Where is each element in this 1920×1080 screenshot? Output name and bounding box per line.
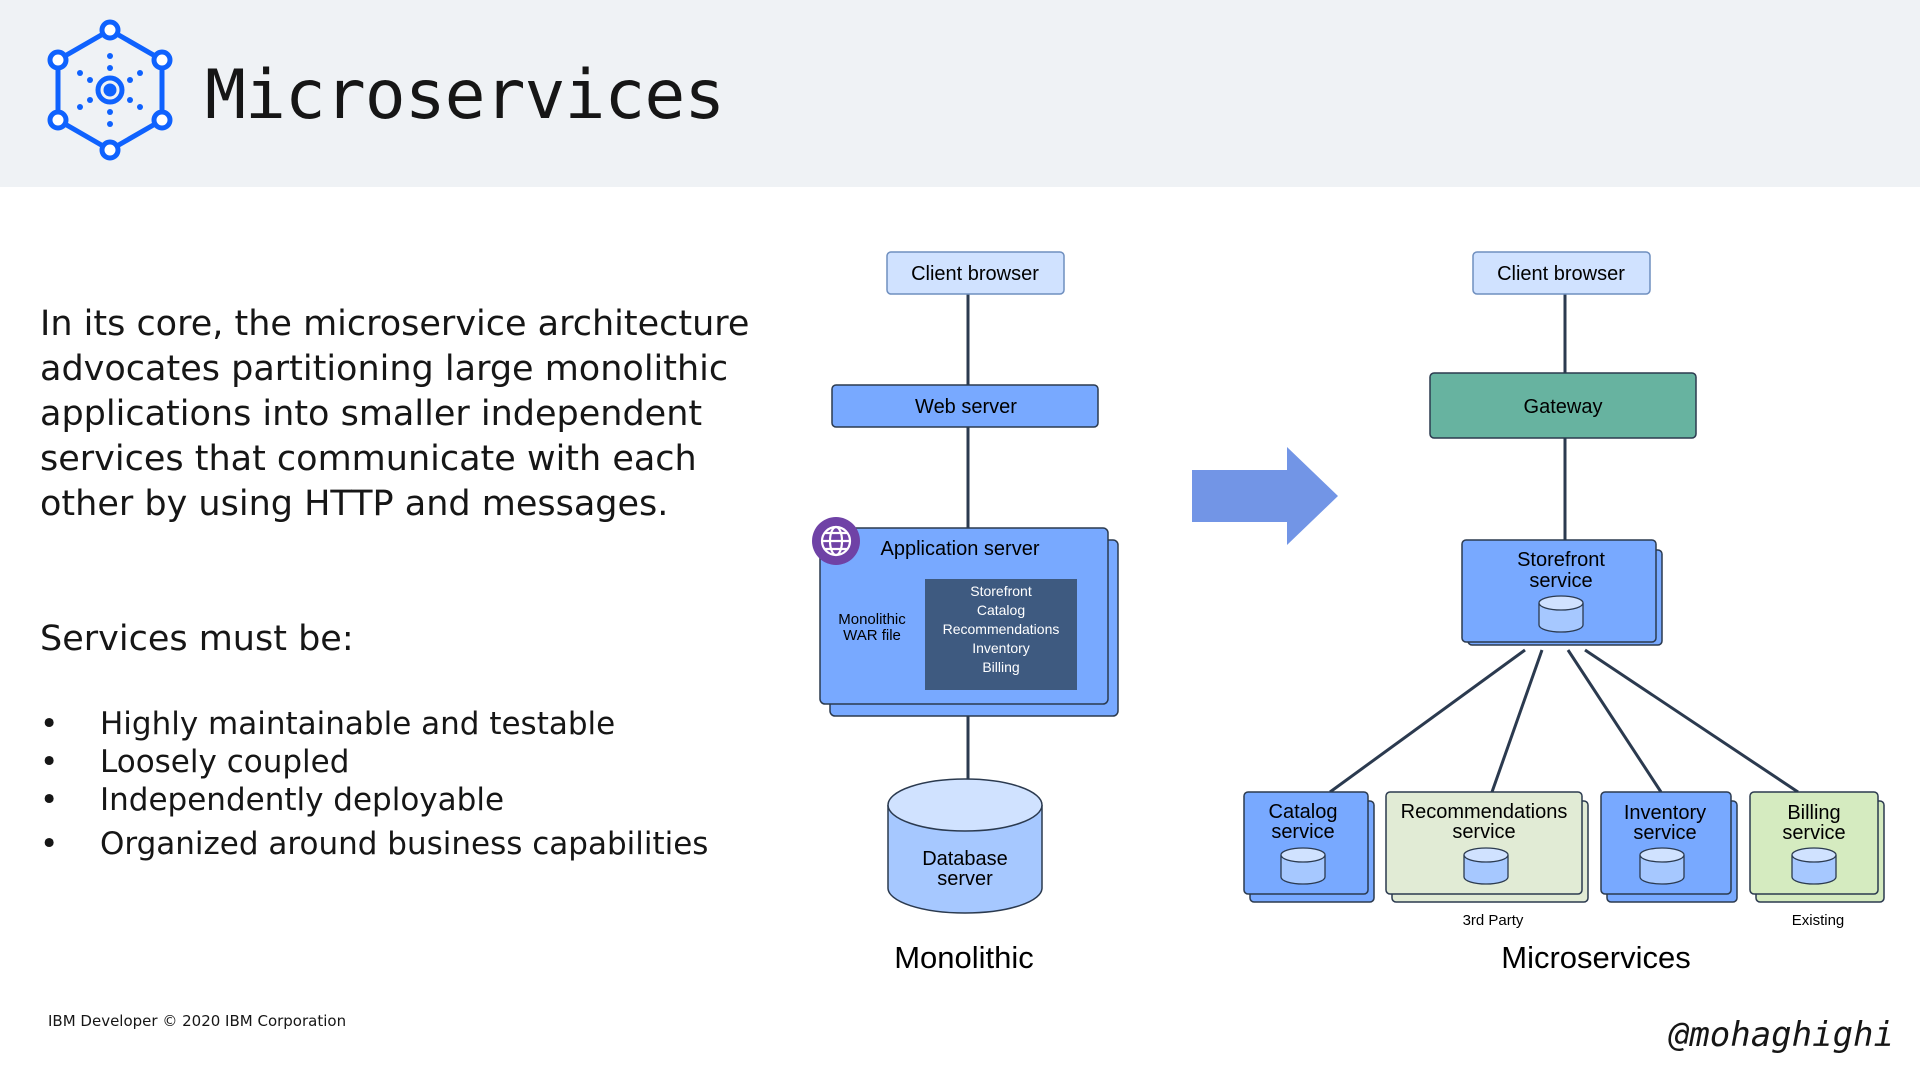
module-inventory: Inventory bbox=[972, 640, 1030, 656]
intro-paragraph: In its core, the microservice architectu… bbox=[40, 304, 750, 524]
module-catalog: Catalog bbox=[977, 602, 1025, 618]
catalog-label-line1: Catalog bbox=[1269, 801, 1338, 823]
third-party-note: 3rd Party bbox=[1463, 912, 1524, 929]
transition-arrow-icon bbox=[1192, 447, 1338, 545]
list-item: Highly maintainable and testable bbox=[40, 705, 708, 743]
page-title: Microservices bbox=[205, 56, 725, 135]
database-label-line2: server bbox=[937, 868, 993, 890]
module-recommendations: Recommendations bbox=[943, 621, 1060, 637]
war-label-line2: WAR file bbox=[843, 627, 901, 644]
gateway-label: Gateway bbox=[1524, 396, 1603, 418]
micro-client-label: Client browser bbox=[1497, 263, 1625, 285]
copyright-footer: IBM Developer © 2020 IBM Corporation bbox=[48, 1012, 347, 1030]
storefront-service-box: Storefront service bbox=[1461, 539, 1663, 646]
list-item: Organized around business capabilities bbox=[40, 825, 708, 863]
war-label-line1: Monolithic bbox=[838, 611, 906, 628]
storefront-label-line1: Storefront bbox=[1517, 549, 1605, 571]
catalog-service-box: Catalog service bbox=[1243, 791, 1375, 903]
existing-note: Existing bbox=[1792, 912, 1845, 929]
header-bar: Microservices bbox=[0, 0, 1920, 187]
requirements-list: Highly maintainable and testable Loosely… bbox=[40, 705, 708, 863]
inventory-service-box: Inventory service bbox=[1600, 791, 1738, 903]
list-item: Loosely coupled bbox=[40, 743, 708, 781]
database-label-line1: Database bbox=[922, 848, 1008, 870]
inventory-label-line1: Inventory bbox=[1624, 802, 1706, 824]
database-icon bbox=[1463, 847, 1509, 885]
services-heading: Services must be: bbox=[40, 619, 354, 659]
recommendations-label-line2: service bbox=[1452, 821, 1515, 843]
database-icon bbox=[1280, 847, 1326, 885]
billing-label-line1: Billing bbox=[1787, 802, 1840, 824]
billing-label-line2: service bbox=[1782, 822, 1845, 844]
module-list-box bbox=[925, 579, 1077, 690]
recommendations-service-box: Recommendations service bbox=[1385, 791, 1589, 903]
microservices-caption: Microservices bbox=[1501, 940, 1690, 975]
gateway-box: Gateway bbox=[1429, 372, 1697, 439]
inventory-label-line2: service bbox=[1633, 822, 1696, 844]
recommendations-label-line1: Recommendations bbox=[1401, 801, 1568, 823]
micro-client-browser-box: Client browser bbox=[1472, 251, 1651, 295]
globe-icon bbox=[812, 517, 860, 565]
mono-client-label: Client browser bbox=[911, 263, 1039, 285]
database-server-cylinder: Database server bbox=[887, 778, 1043, 914]
monolithic-caption: Monolithic bbox=[894, 940, 1034, 975]
app-server-label: Application server bbox=[881, 538, 1040, 560]
app-server-box: Application server Monolithic WAR file S… bbox=[819, 527, 1119, 717]
module-billing: Billing bbox=[982, 659, 1019, 675]
catalog-label-line2: service bbox=[1271, 821, 1334, 843]
list-item: Independently deployable bbox=[40, 781, 708, 819]
module-storefront: Storefront bbox=[970, 583, 1032, 599]
database-icon bbox=[1639, 847, 1685, 885]
mono-client-browser-box: Client browser bbox=[886, 251, 1065, 295]
web-server-label: Web server bbox=[915, 396, 1017, 418]
web-server-box: Web server bbox=[831, 384, 1099, 428]
author-handle: @mohaghighi bbox=[1668, 1015, 1894, 1055]
database-icon bbox=[1538, 595, 1584, 633]
database-icon bbox=[1791, 847, 1837, 885]
billing-service-box: Billing service bbox=[1749, 791, 1885, 903]
microservices-hexagon-icon bbox=[47, 19, 173, 161]
storefront-label-line2: service bbox=[1529, 570, 1592, 592]
